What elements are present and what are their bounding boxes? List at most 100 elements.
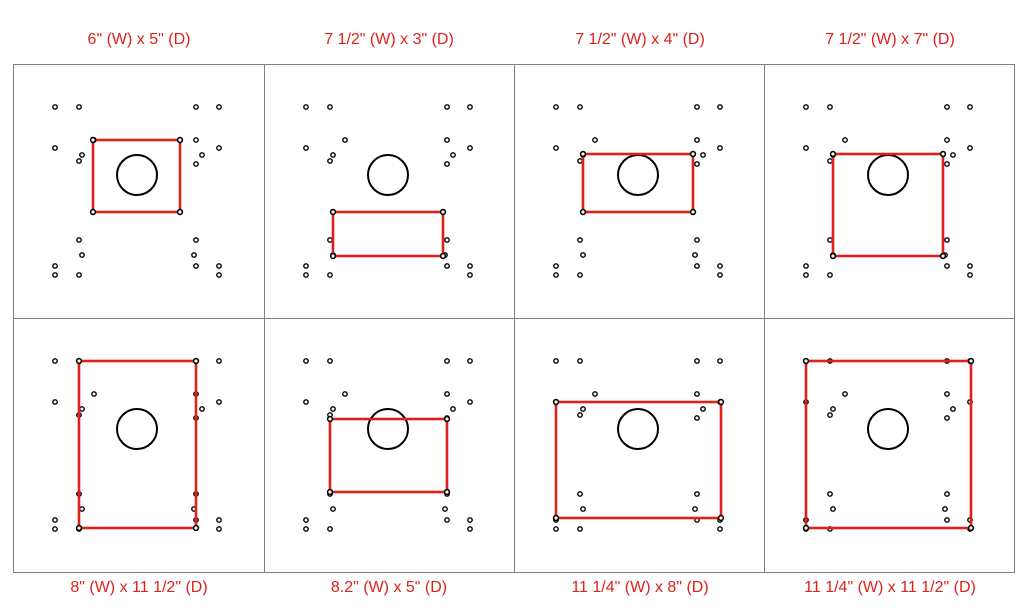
corner-hole [802, 524, 810, 532]
mounting-hole [193, 237, 199, 243]
corner-hole [967, 524, 975, 532]
mounting-hole [330, 406, 336, 412]
mounting-hole [52, 145, 58, 151]
mounting-hole [827, 491, 833, 497]
footprint-outline [91, 138, 182, 214]
mounting-hole [717, 104, 723, 110]
corner-hole [443, 488, 451, 496]
mounting-hole [694, 263, 700, 269]
corner-hole [689, 208, 697, 216]
mounting-hole [193, 137, 199, 143]
mounting-hole [199, 406, 205, 412]
mounting-hole [444, 391, 450, 397]
mounting-hole [830, 406, 836, 412]
mounting-hole [330, 506, 336, 512]
mounting-hole [717, 263, 723, 269]
mounting-hole [444, 517, 450, 523]
mounting-hole [52, 526, 58, 532]
mounting-hole [444, 358, 450, 364]
corner-hole [326, 488, 334, 496]
corner-hole [89, 136, 97, 144]
mounting-hole [444, 237, 450, 243]
mounting-hole [216, 526, 222, 532]
corner-hole [326, 415, 334, 423]
mounting-hole [467, 526, 473, 532]
mounting-hole [694, 104, 700, 110]
mounting-hole [580, 406, 586, 412]
corner-hole [192, 524, 200, 532]
center-hole [867, 154, 909, 196]
mounting-hole [967, 145, 973, 151]
corner-hole [829, 150, 837, 158]
mounting-hole [694, 237, 700, 243]
mounting-hole [303, 272, 309, 278]
footprint-outline [831, 152, 945, 258]
center-hole [617, 154, 659, 196]
mounting-hole [577, 412, 583, 418]
label-7.5x7: 7 1/2" (W) x 7" (D) [825, 31, 955, 48]
mounting-hole [717, 526, 723, 532]
mounting-hole [944, 517, 950, 523]
mounting-hole [52, 517, 58, 523]
mounting-hole [444, 263, 450, 269]
center-hole [367, 408, 409, 450]
corner-hole [443, 415, 451, 423]
mounting-hole [950, 406, 956, 412]
mounting-hole [967, 272, 973, 278]
footprint-outline [331, 210, 445, 258]
mounting-hole [592, 391, 598, 397]
corner-hole [176, 136, 184, 144]
mounting-hole [193, 263, 199, 269]
mounting-hole [444, 161, 450, 167]
mounting-hole [303, 104, 309, 110]
label-8x11.5: 8" (W) x 11 1/2" (D) [70, 579, 208, 596]
mounting-hole [944, 491, 950, 497]
mounting-hole [803, 104, 809, 110]
mounting-hole [944, 137, 950, 143]
mounting-hole [79, 152, 85, 158]
mounting-hole [967, 104, 973, 110]
mounting-hole [694, 491, 700, 497]
mounting-hole [830, 506, 836, 512]
mounting-hole [694, 415, 700, 421]
mounting-hole [327, 104, 333, 110]
label-8.2x5: 8.2" (W) x 5" (D) [330, 579, 448, 596]
mounting-hole [942, 506, 948, 512]
center-hole [867, 408, 909, 450]
footprint-outline [581, 152, 695, 214]
mounting-hole [216, 263, 222, 269]
mounting-hole [553, 104, 559, 110]
mounting-hole [592, 137, 598, 143]
corner-hole [579, 150, 587, 158]
mounting-hole [577, 358, 583, 364]
corner-hole [802, 357, 810, 365]
mounting-hole [467, 145, 473, 151]
mounting-hole [193, 104, 199, 110]
mounting-hole [191, 252, 197, 258]
mounting-hole [692, 506, 698, 512]
label-11.25x8: 11 1/4" (W) x 8" (D) [571, 579, 709, 596]
corner-hole [579, 208, 587, 216]
corner-hole [439, 252, 447, 260]
mounting-hole [467, 104, 473, 110]
mounting-hole [52, 399, 58, 405]
mounting-hole [327, 272, 333, 278]
center-hole [116, 154, 158, 196]
corner-hole [967, 357, 975, 365]
mounting-hole [193, 161, 199, 167]
mounting-hole [577, 158, 583, 164]
label-6x5: 6" (W) x 5" (D) [87, 31, 191, 48]
mounting-hole [327, 158, 333, 164]
mounting-hole [577, 526, 583, 532]
mounting-hole [967, 263, 973, 269]
mounting-hole [577, 272, 583, 278]
mounting-hole [52, 104, 58, 110]
mounting-hole [700, 406, 706, 412]
mounting-hole [303, 263, 309, 269]
mounting-hole [944, 104, 950, 110]
mounting-hole [303, 526, 309, 532]
corner-hole [829, 252, 837, 260]
corner-hole [939, 150, 947, 158]
mounting-hole [827, 412, 833, 418]
